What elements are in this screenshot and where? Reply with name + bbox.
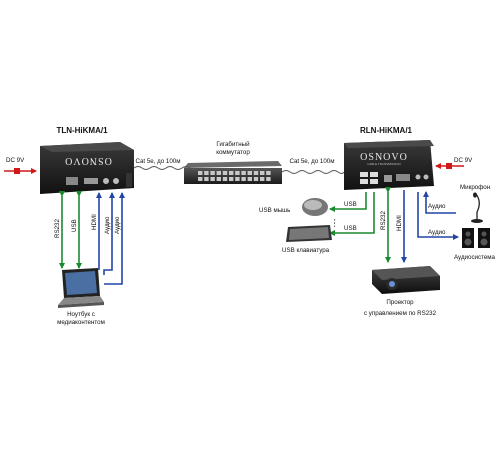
mouse-label: USB мышь [259,207,290,214]
laptop-label-2: медиаконтентом [57,319,105,326]
power-left-plug-icon [14,168,20,174]
switch-port-icon [235,171,240,175]
switch-port-icon [198,177,203,181]
transmitter-brand: OSNOVO [64,155,112,166]
power-right-plug-icon [446,163,452,169]
label-hdmi-left: HDMI [91,214,98,230]
laptop-icon [58,268,104,308]
switch-port-icon [247,177,252,181]
switch-port-icon [210,177,215,181]
transmitter-title: TLN-HiKMA/1 [56,126,108,135]
usb-port-icon [370,172,378,177]
switch-port-icon [247,171,252,175]
audio-jack-icon [423,174,429,180]
hdmi-port-icon [396,174,410,181]
label-hdmi-right: HDMI [396,215,403,231]
switch-port-icon [266,171,271,175]
switch-port-icon [229,171,234,175]
line-audio2-left [104,192,125,285]
switch-port-icon [222,171,228,175]
projector-label-2: с управлением по RS232 [364,310,437,317]
power-left-label: DC 9V [6,157,25,164]
cable-left-label: Cat 5e, до 100м [135,158,180,165]
switch-port-icon [204,177,209,181]
microphone-icon [471,192,483,223]
audio-jack-icon [113,178,119,184]
transmitter-device: OSNOVO [40,142,134,194]
receiver-title: RLN-HiKMA/1 [360,126,413,135]
cable-left [133,166,195,170]
label-audio1-left: Аудио [104,216,111,234]
switch-port-icon [235,177,240,181]
switch-port-icon [204,171,209,175]
label-audio-out: Аудио [428,229,446,236]
line-audio-mic [423,191,456,214]
laptop-label-1: Ноутбук с [67,311,95,318]
projector-label-1: Проектор [386,299,414,306]
cable-right [281,170,345,174]
gigabit-switch [184,161,282,184]
switch-label-2: коммутатор [216,149,250,156]
receiver-brand: OSNOVO [360,152,408,163]
microphone-label: Микрофон [460,184,490,191]
label-audio-in: Аудио [428,203,446,210]
switch-port-icon [216,177,221,181]
audio-jack-icon [103,178,109,184]
switch-port-icon [210,171,215,175]
switch-port-icon [253,177,259,181]
ellipsis: … [331,218,342,228]
label-rs232-right: RS232 [380,211,387,230]
label-usb2: USB [344,225,357,232]
line-usb-keyboard [329,192,375,236]
switch-port-icon [260,171,265,175]
switch-port-icon [222,177,228,181]
usb-port-icon [360,179,368,184]
receiver-brand-sub: CABLE TRANSMISSION [367,162,400,166]
speakers-label: Аудиосистема [454,254,496,261]
usb-port-icon [360,172,368,177]
audio-jack-icon [415,174,421,180]
switch-port-icon [266,177,271,181]
keyboard-icon [286,225,332,242]
speakers-icon [462,228,490,248]
line-audio-speakers [417,192,459,240]
mouse-icon [302,198,328,216]
switch-port-icon [260,177,265,181]
label-usb1: USB [344,201,357,208]
label-usb-left: USB [71,219,78,232]
receiver-device: OSNOVO CABLE TRANSMISSION [344,140,434,190]
label-audio2-left: Аудио [114,216,121,234]
switch-port-icon [216,171,221,175]
line-usb-mouse [329,192,367,212]
cable-right-label: Cat 5e, до 100м [289,158,334,165]
label-rs232-left: RS232 [54,219,61,238]
projector-icon [372,266,440,294]
power-right-label: DC 9V [454,157,473,164]
hdmi-port-icon [84,178,98,184]
switch-port-icon [241,177,246,181]
switch-port-icon [198,171,203,175]
usb-port-icon [66,177,78,185]
switch-port-icon [229,177,234,181]
keyboard-label: USB клавиатура [282,247,330,254]
switch-port-icon [241,171,246,175]
switch-label-1: Гигабитный [216,141,250,148]
usb-port-icon [370,179,378,184]
switch-port-icon [253,171,259,175]
line-audio1-left [103,192,115,275]
